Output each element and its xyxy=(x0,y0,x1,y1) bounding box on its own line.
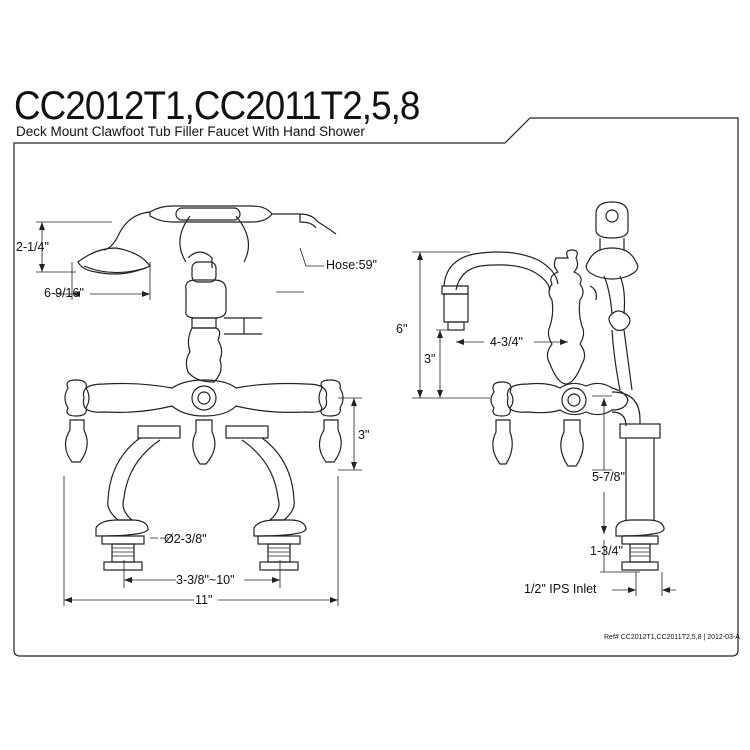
page-title: CC2012T1,CC2011T2,5,8 xyxy=(14,84,420,128)
dim-shank-length-label: 1-3/4" xyxy=(590,544,623,558)
dim-handshower-height-label: 2-1/4" xyxy=(16,240,49,254)
dim-spout-reach-label: 4-3/4" xyxy=(490,335,523,349)
dim-handshower-width-label: 6-9/16" xyxy=(44,286,84,300)
sheet-frame xyxy=(13,117,739,657)
front-view-dimensions xyxy=(36,221,362,606)
page-subtitle: Deck Mount Clawfoot Tub Filler Faucet Wi… xyxy=(16,124,365,139)
dimension-arrowheads xyxy=(39,222,670,603)
dim-hose-label: Hose:59" xyxy=(326,258,377,272)
dim-spout-height-label: 3" xyxy=(424,352,436,366)
reference-footer: Ref# CC2012T1,CC2011T2,5,8 | 2012-03-A xyxy=(604,634,740,641)
dim-diameter-label: Ø2-3/8" xyxy=(164,532,207,546)
side-view-drawing xyxy=(441,201,665,571)
dim-riser-height-label: 5-7/8" xyxy=(592,470,625,484)
front-view-drawing xyxy=(64,205,344,571)
dim-centers-label: 3-3/8"~10" xyxy=(176,573,235,587)
dim-overall-width-label: 11" xyxy=(195,593,213,607)
dim-total-height-label: 6" xyxy=(396,322,408,336)
dim-inlet-label: 1/2" IPS Inlet xyxy=(524,582,597,596)
dim-handle-height-label: 3" xyxy=(358,428,370,442)
